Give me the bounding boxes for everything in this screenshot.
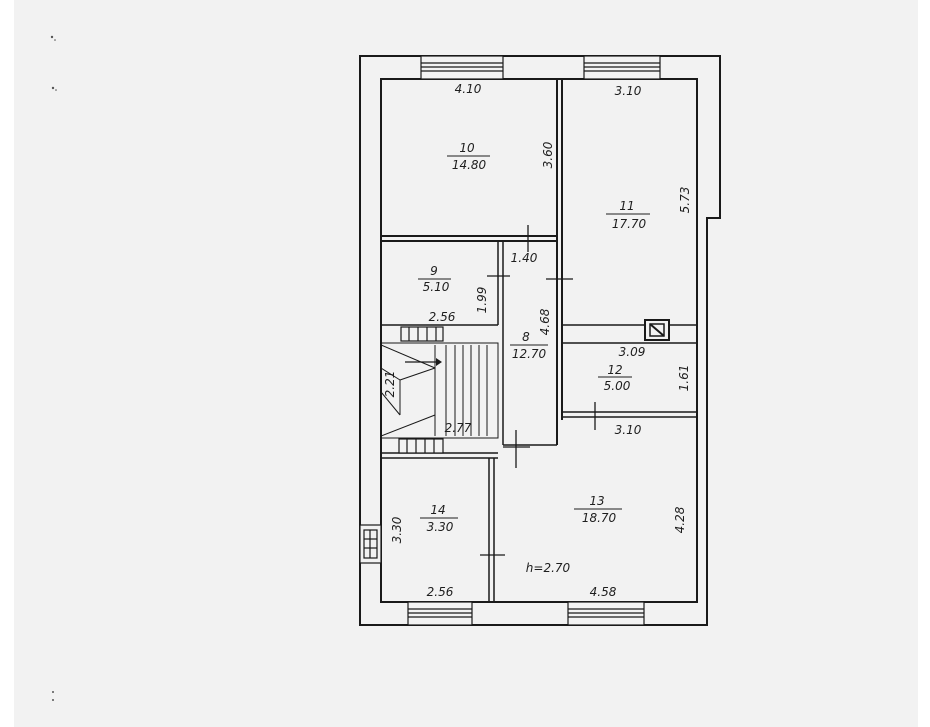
vent-shaft bbox=[644, 319, 670, 341]
scan-specks bbox=[50, 35, 57, 701]
dim-room14-width: 2.56 bbox=[427, 585, 454, 599]
stair-windows bbox=[398, 326, 444, 454]
room-10-number: 10 bbox=[459, 141, 475, 155]
dim-stair-depth: 2.21 bbox=[383, 371, 397, 398]
dim-room13-width: 4.58 bbox=[590, 585, 617, 599]
dim-room9-depth: 1.99 bbox=[475, 287, 489, 314]
room-11-number: 11 bbox=[619, 199, 634, 213]
room-9-number: 9 bbox=[430, 264, 438, 278]
dim-room11-depth: 5.73 bbox=[678, 187, 692, 214]
room-labels: 10 14.80 11 17.70 9 5.10 8 12.70 12 5.00… bbox=[418, 141, 650, 534]
dim-room9-width: 2.56 bbox=[429, 310, 456, 324]
room-11-area: 17.70 bbox=[612, 217, 647, 231]
room-12-number: 12 bbox=[607, 363, 622, 377]
room-10-area: 14.80 bbox=[452, 158, 487, 172]
room-11: 11 17.70 bbox=[606, 199, 650, 231]
dim-room12-depth: 1.61 bbox=[677, 365, 691, 392]
room-14-number: 14 bbox=[430, 503, 445, 517]
dim-hall-length: 4.68 bbox=[538, 308, 552, 335]
windows bbox=[359, 55, 661, 626]
dim-room11-width: 3.10 bbox=[615, 84, 642, 98]
interior-walls bbox=[381, 79, 697, 602]
dim-stair-width: 2.77 bbox=[445, 421, 472, 435]
dim-room13-depth: 4.28 bbox=[673, 506, 687, 533]
dim-room14-depth: 3.30 bbox=[390, 516, 404, 543]
room-13-area: 18.70 bbox=[582, 511, 617, 525]
dim-room12-width: 3.09 bbox=[619, 345, 646, 359]
dim-room10-width: 4.10 bbox=[455, 82, 482, 96]
scan-edge bbox=[918, 0, 930, 727]
room-8-area: 12.70 bbox=[512, 347, 547, 361]
room-14: 14 3.30 bbox=[420, 503, 458, 534]
window-bottom-right bbox=[567, 601, 645, 626]
dimension-labels: 4.10 3.10 3.60 5.73 1.40 1.99 4.68 2.56 … bbox=[383, 82, 692, 599]
room-12: 12 5.00 bbox=[598, 363, 632, 393]
room-9: 9 5.10 bbox=[418, 264, 451, 294]
window-left-side bbox=[359, 524, 382, 564]
window-top-right bbox=[583, 55, 661, 80]
room-13: 13 18.70 bbox=[574, 494, 622, 525]
dim-room10-depth: 3.60 bbox=[541, 141, 555, 168]
room-9-area: 5.10 bbox=[423, 280, 450, 294]
dim-room13-width-top: 3.10 bbox=[615, 423, 642, 437]
staircase bbox=[380, 342, 499, 439]
ceiling-height: h=2.70 bbox=[526, 561, 571, 575]
room-10: 10 14.80 bbox=[447, 141, 490, 172]
room-13-number: 13 bbox=[589, 494, 604, 508]
room-8-number: 8 bbox=[522, 330, 530, 344]
room-12-area: 5.00 bbox=[604, 379, 631, 393]
room-14-area: 3.30 bbox=[427, 520, 454, 534]
window-top-left bbox=[420, 55, 504, 80]
window-bottom-left bbox=[407, 601, 473, 626]
room-8: 8 12.70 bbox=[510, 330, 548, 361]
dim-hall-width: 1.40 bbox=[511, 251, 538, 265]
door-marks bbox=[480, 225, 596, 556]
